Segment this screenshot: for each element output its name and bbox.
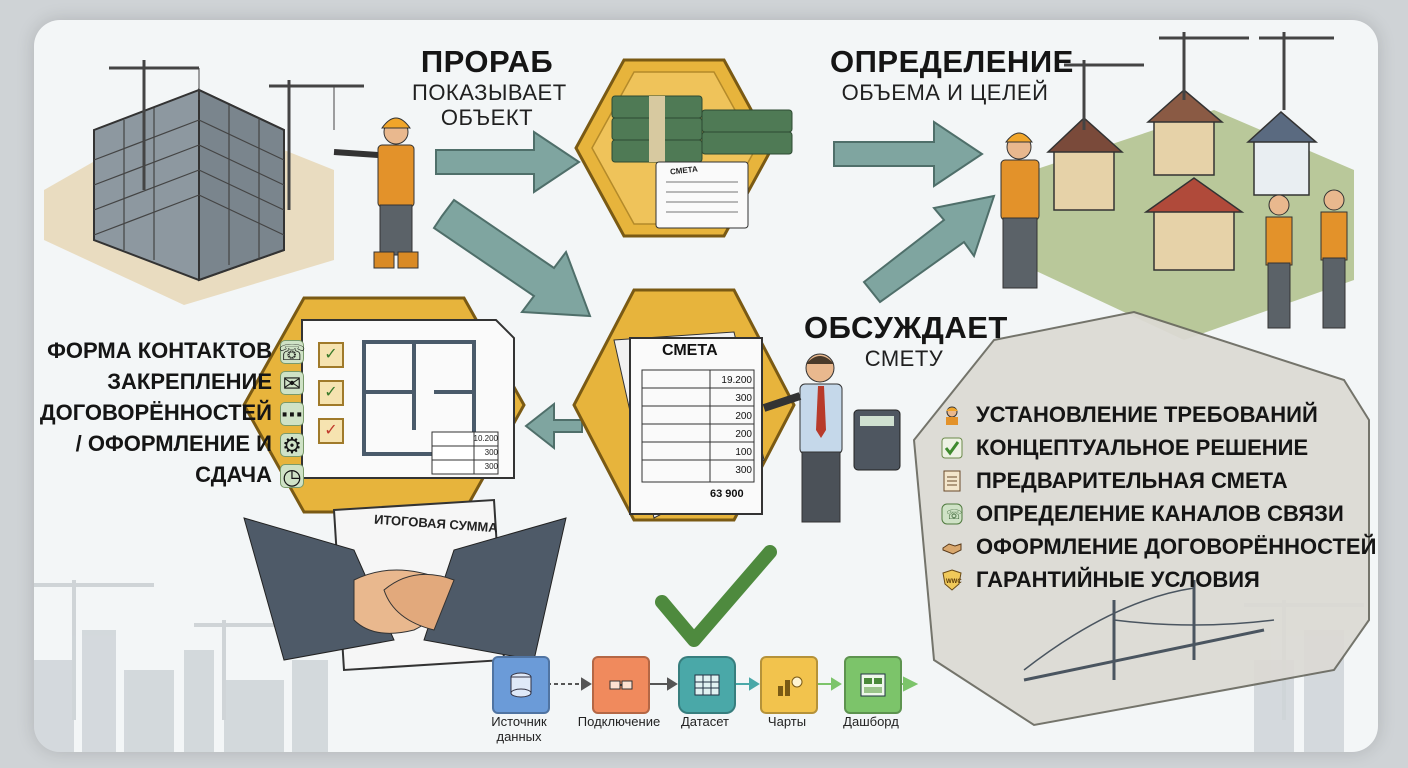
manager-figure bbox=[762, 353, 901, 523]
requirement-item: КОНЦЕПТУАЛЬНОЕ РЕШЕНИЕ bbox=[940, 431, 1376, 464]
left-list-item: ДОГОВОРЁННОСТЕЙ⋯ bbox=[39, 400, 304, 427]
definition-heading: ОПРЕДЕЛЕНИЕ ОБЪЕМА И ЦЕЛЕЙ bbox=[830, 44, 1074, 105]
estimate-total: 63 900 bbox=[710, 488, 744, 500]
estimate-header: СМЕТА bbox=[662, 342, 718, 359]
left-list-item: ФОРМА КОНТАКТОВ☏ bbox=[47, 338, 306, 365]
left-list: ФОРМА КОНТАКТОВ☏ ЗАКРЕПЛЕНИЕ✉ ДОГОВОРЁНН… bbox=[34, 335, 306, 490]
flow-arrows bbox=[432, 120, 996, 451]
pipeline-label: Чарты bbox=[767, 714, 807, 729]
checkbox-checked-icon: ✓ bbox=[318, 380, 344, 406]
estimate-row-value: 200 bbox=[735, 429, 752, 440]
svg-text:☏: ☏ bbox=[946, 507, 962, 522]
plan-value: 300 bbox=[484, 448, 498, 457]
handshake-icon bbox=[940, 535, 964, 559]
left-list-item: ЗАКРЕПЛЕНИЕ✉ bbox=[34, 366, 304, 397]
estimate-row-value: 200 bbox=[735, 411, 752, 422]
phone-icon: ☏ bbox=[278, 339, 306, 365]
foreman-heading: ПРОРАБ ПОКАЗЫВАЕТ ОБЪЕКТ bbox=[412, 44, 567, 130]
pipeline-step-dashboard bbox=[844, 656, 902, 714]
construction-building-illustration bbox=[44, 60, 364, 305]
requirement-item: ОФОРМЛЕНИЕ ДОГОВОРЁННОСТЕЙ bbox=[940, 530, 1376, 563]
gear-icon: ⚙ bbox=[280, 433, 304, 458]
discuss-subtitle: СМЕТУ bbox=[864, 346, 944, 371]
plan-table: 10.200 300 300 bbox=[434, 432, 498, 474]
estimate-row-value: 300 bbox=[735, 393, 752, 404]
shield-text: WWC bbox=[946, 579, 962, 585]
checkmark-icon bbox=[940, 436, 964, 460]
requirement-item: WWC ГАРАНТИЙНЫЕ УСЛОВИЯ bbox=[940, 563, 1376, 596]
estimate-paper bbox=[613, 331, 765, 519]
data-pipeline: Источник данных Подключение Датасет Чарт… bbox=[454, 650, 934, 750]
network-icon: ⋯ bbox=[280, 401, 304, 427]
estimate-values: 19.200 300 200 200 100 300 bbox=[712, 372, 752, 480]
checkbox-checked-icon: ✓ bbox=[318, 342, 344, 368]
definition-subtitle: ОБЪЕМА И ЦЕЛЕЙ bbox=[841, 80, 1049, 105]
pipeline-step-source bbox=[492, 656, 550, 714]
estimate-row-value: 300 bbox=[735, 465, 752, 476]
requirement-item: ПРЕДВАРИТЕЛЬНАЯ СМЕТА bbox=[940, 464, 1376, 497]
illustration-layer bbox=[34, 32, 1370, 752]
large-checkmark bbox=[655, 545, 777, 647]
pipeline-label: Датасет bbox=[680, 714, 730, 729]
infographic-panel: ПРОРАБ ПОКАЗЫВАЕТ ОБЪЕКТ ОПРЕДЕЛЕНИЕ ОБЪ… bbox=[34, 20, 1378, 752]
foreman-title: ПРОРАБ bbox=[420, 44, 554, 79]
left-list-item: СДАЧА◷ bbox=[34, 459, 304, 490]
worker-figure-definition bbox=[1000, 132, 1040, 289]
document-icon bbox=[940, 469, 964, 493]
worker-icon bbox=[940, 403, 964, 427]
requirements-list: УСТАНОВЛЕНИЕ ТРЕБОВАНИЙ КОНЦЕПТУАЛЬНОЕ Р… bbox=[940, 398, 1376, 596]
chart-icon bbox=[760, 656, 818, 714]
estimate-row-value: 100 bbox=[735, 447, 752, 458]
money-hexagon bbox=[574, 58, 793, 238]
city-silhouette-left bbox=[34, 580, 328, 752]
definition-title: ОПРЕДЕЛЕНИЕ bbox=[830, 44, 1074, 79]
pipeline-step-connection bbox=[592, 656, 650, 714]
table-icon bbox=[678, 656, 736, 714]
foreman-figure bbox=[333, 117, 419, 269]
pipeline-step-charts bbox=[760, 656, 818, 714]
envelope-icon: ✉ bbox=[280, 371, 304, 396]
discuss-heading: ОБСУЖДАЕТ СМЕТУ bbox=[804, 310, 1008, 371]
floor-plan-sheet bbox=[301, 319, 515, 479]
requirement-item: УСТАНОВЛЕНИЕ ТРЕБОВАНИЙ bbox=[940, 398, 1376, 431]
phone-icon: ☏ bbox=[940, 502, 964, 526]
plan-value: 10.200 bbox=[473, 434, 498, 443]
dashboard-icon bbox=[844, 656, 902, 714]
foreman-subtitle-2: ОБЪЕКТ bbox=[440, 105, 534, 130]
plug-icon bbox=[592, 656, 650, 714]
bridge-illustration bbox=[1023, 580, 1275, 682]
pipeline-label: Дашборд bbox=[843, 714, 899, 729]
pipeline-label: Подключение bbox=[577, 714, 661, 729]
workers-pair-figure bbox=[1265, 189, 1348, 329]
plan-checklist: ✓ ✓ ✓ bbox=[318, 342, 344, 444]
pipeline-step-dataset bbox=[678, 656, 736, 714]
checkbox-checked-icon: ✓ bbox=[318, 418, 344, 444]
plan-value: 300 bbox=[484, 462, 498, 471]
houses-illustration bbox=[1034, 32, 1354, 340]
pipeline-label: Источник данных bbox=[491, 714, 547, 744]
handshake-illustration bbox=[243, 498, 567, 672]
shield-icon: WWC bbox=[940, 568, 964, 592]
left-list-item: / ОФОРМЛЕНИЕ И⚙ bbox=[34, 428, 304, 459]
estimate-row-value: 19.200 bbox=[721, 375, 752, 386]
foreman-subtitle-1: ПОКАЗЫВАЕТ bbox=[412, 80, 567, 105]
database-icon bbox=[492, 656, 550, 714]
clock-icon: ◷ bbox=[280, 464, 304, 489]
requirement-item: ☏ ОПРЕДЕЛЕНИЕ КАНАЛОВ СВЯЗИ bbox=[940, 497, 1376, 530]
discuss-title: ОБСУЖДАЕТ bbox=[804, 310, 1008, 345]
